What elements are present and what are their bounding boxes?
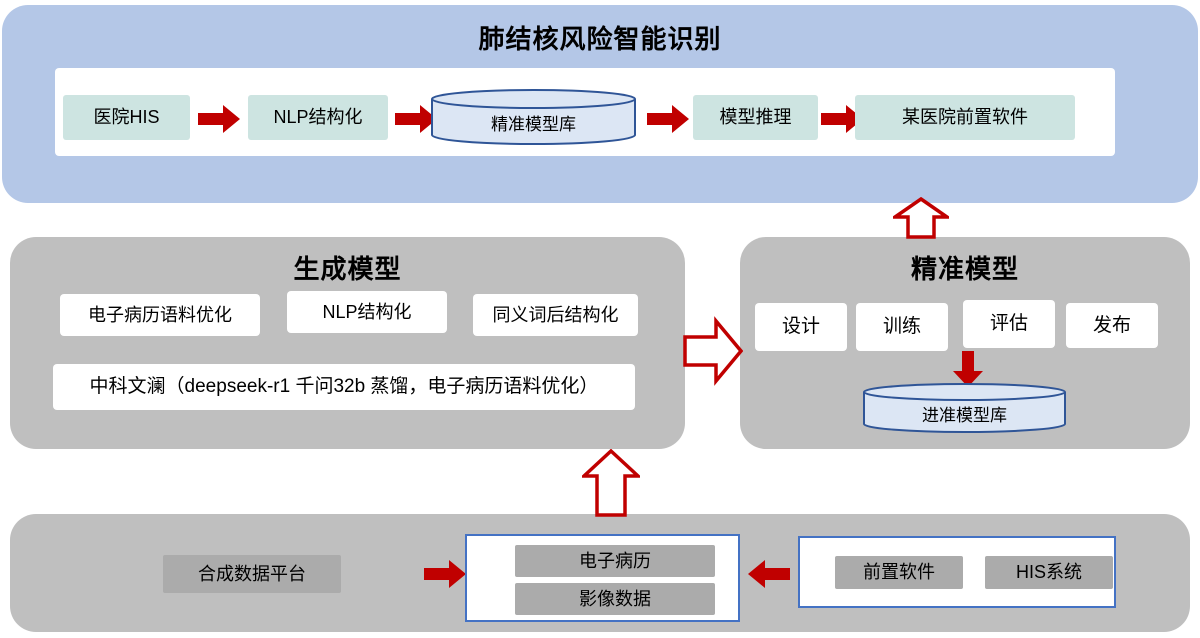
pipeline-strip: 医院HIS NLP结构化 精准模型库 模型推理 [55, 68, 1115, 156]
node-imaging-data: 影像数据 [515, 583, 715, 615]
frame-clinical-data: 电子病历 影像数据 [465, 534, 740, 622]
frame-hospital-systems: 前置软件 HIS系统 [798, 536, 1116, 608]
node-synthetic-data-platform: 合成数据平台 [163, 555, 341, 593]
cylinder-icon [431, 89, 636, 145]
node-nlp-structuring-2: NLP结构化 [287, 291, 447, 333]
node-model-inference: 模型推理 [693, 95, 818, 140]
section-title-risk-identification: 肺结核风险智能识别 [478, 24, 722, 54]
node-step-train: 训练 [856, 303, 948, 351]
node-hospital-front-software: 某医院前置软件 [855, 95, 1075, 140]
node-step-publish: 发布 [1066, 303, 1158, 348]
arrow-left-icon [748, 558, 790, 595]
section-risk-identification: 肺结核风险智能识别 医院HIS NLP结构化 精准模型库 模型推理 [2, 5, 1198, 203]
cylinder-icon [863, 383, 1066, 433]
node-hospital-his: 医院HIS [63, 95, 190, 140]
arrow-right-icon [647, 104, 689, 139]
arrow-down-icon [952, 351, 984, 392]
node-step-evaluate: 评估 [963, 300, 1055, 348]
arrow-right-icon [198, 104, 240, 139]
node-front-software: 前置软件 [835, 556, 963, 589]
arrow-right-icon [821, 104, 863, 139]
section-precise-model: 精准模型 设计 训练 评估 发布 进准模型库 [740, 237, 1190, 449]
arrow-right-icon [424, 558, 466, 595]
node-nlp-structuring: NLP结构化 [248, 95, 388, 140]
cylinder-label: 进准模型库 [922, 405, 1007, 425]
node-electronic-medical-record: 电子病历 [515, 545, 715, 577]
database-cylinder-model-repo: 进准模型库 [862, 382, 1067, 434]
cylinder-label: 精准模型库 [491, 114, 576, 134]
arrow-right-icon [395, 104, 437, 139]
node-emr-corpus-optimization: 电子病历语料优化 [60, 294, 260, 336]
node-his-system: HIS系统 [985, 556, 1113, 589]
node-zhongke-wenlan: 中科文澜（deepseek-r1 千问32b 蒸馏，电子病历语料优化） [53, 364, 635, 410]
section-data-sources: 合成数据平台 电子病历 影像数据 前置软件 HIS系统 [10, 514, 1190, 632]
database-cylinder-precise-model: 精准模型库 [430, 88, 637, 146]
arrow-up-hollow-icon [579, 448, 643, 522]
node-step-design: 设计 [755, 303, 847, 351]
section-generate-model: 生成模型 电子病历语料优化 NLP结构化 同义词后结构化 中科文澜（deepse… [10, 237, 685, 449]
arrow-right-hollow-icon [683, 315, 744, 392]
node-synonym-structuring: 同义词后结构化 [473, 294, 638, 336]
arrow-up-hollow-icon [889, 196, 953, 244]
section-title-generate-model: 生成模型 [293, 254, 402, 284]
section-title-precise-model: 精准模型 [910, 254, 1019, 284]
